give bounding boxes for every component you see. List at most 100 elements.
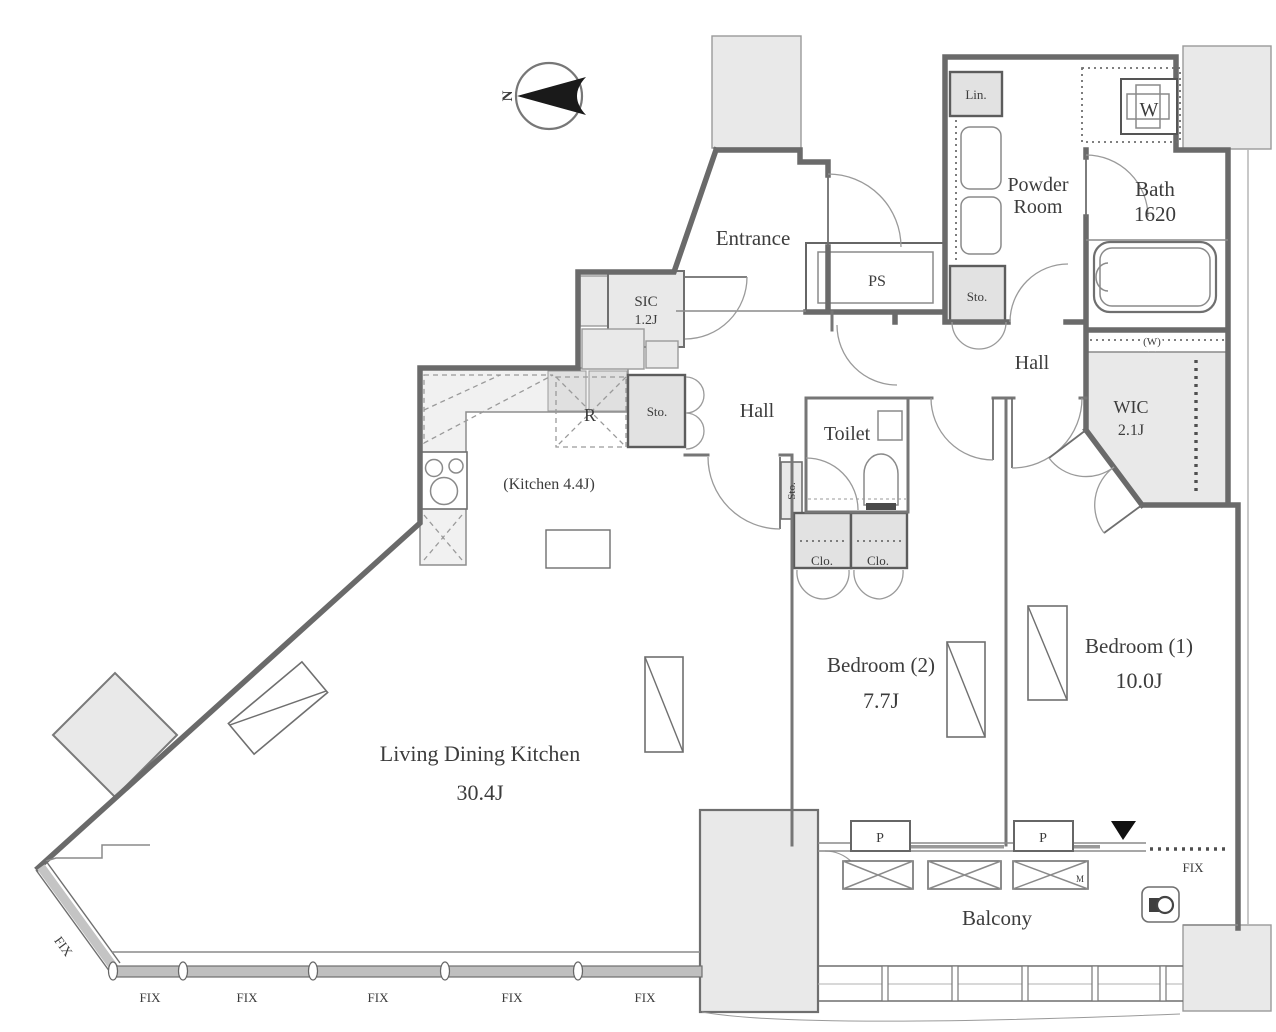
stove-burner-3	[429, 476, 459, 506]
inner-walls	[683, 310, 1088, 847]
fix-label-bedroom1: FIX	[1183, 860, 1205, 875]
balcony-side-column	[1182, 924, 1272, 1012]
wic-label: WIC	[1114, 397, 1149, 417]
washer-cross-v	[1135, 84, 1161, 129]
balcony-outer-curve	[701, 1011, 1181, 1022]
storage-powder-label: Sto.	[967, 289, 988, 304]
fitting-symbol-bedroom1	[1027, 605, 1068, 701]
balcony-drain-icon	[1141, 886, 1180, 923]
toilet-bowl	[863, 453, 899, 506]
linen-label: Lin.	[965, 87, 986, 102]
diag-band-fill	[37, 864, 119, 972]
closet-1-label: Clo.	[811, 553, 833, 568]
sic-size: 1.2J	[635, 313, 659, 328]
range-hood-dashed-2	[423, 374, 501, 411]
toilet-icon	[863, 410, 903, 510]
drain-circle	[1155, 895, 1175, 915]
mullion-3	[307, 961, 319, 981]
railing-post-5	[1159, 965, 1167, 1002]
fix-label-5: FIX	[635, 990, 657, 1005]
entrance-label: Entrance	[716, 226, 791, 250]
louver-box-1	[842, 860, 914, 890]
closet-2	[849, 511, 909, 570]
bedroom1-door-arc	[1011, 397, 1083, 469]
ps-label: PS	[868, 273, 886, 290]
refrigerator-cross	[555, 376, 627, 448]
storage-hall-label: Sto.	[647, 404, 668, 419]
sic-box-c	[645, 340, 679, 369]
fix-window-diagonal-band	[35, 844, 150, 973]
fitting-symbol-corner	[227, 660, 329, 756]
ldk-door-arc	[707, 456, 781, 530]
bath-door-arc	[1085, 154, 1149, 218]
railing-post-3	[1021, 965, 1029, 1002]
diag-band-edge-2	[45, 860, 121, 964]
powder-room-label-1: Powder	[1007, 174, 1068, 196]
toilet-label: Toilet	[824, 423, 871, 445]
fitting-symbol-bedroom2	[946, 641, 986, 738]
neighbor-block-top-right	[1182, 45, 1272, 150]
sliding-sash-1	[856, 845, 1004, 849]
refrigerator-label: R	[584, 405, 596, 425]
louver-cross-3	[1012, 860, 1089, 890]
toilet-tank	[877, 410, 903, 441]
wic-size: 2.1J	[1118, 422, 1144, 439]
sic-door-arc	[684, 276, 748, 340]
bath-label: Bath	[1135, 177, 1175, 201]
sic-box-a	[579, 275, 609, 327]
structural-pillar	[698, 808, 820, 1014]
fitting-diag-b2	[946, 641, 986, 738]
corner-step	[45, 844, 150, 862]
kitchen-appliance-box-1	[547, 370, 587, 412]
fix-label-3: FIX	[368, 990, 390, 1005]
wic-pipe-mark: (W)	[1143, 336, 1161, 348]
mullion-1	[107, 961, 119, 981]
diag-band-edge-1	[35, 869, 111, 973]
bottom-band-fill	[111, 965, 703, 978]
range-hood-dashed	[423, 374, 554, 445]
ps-duct-inner	[817, 251, 934, 304]
washer-cross-h	[1126, 93, 1170, 120]
storage-hall	[626, 373, 687, 449]
pipe-box-2	[1013, 820, 1074, 852]
fix-label-1: FIX	[140, 990, 162, 1005]
bathtub-end	[1095, 262, 1109, 292]
wic-door-leaf-2	[1103, 504, 1143, 534]
vanity-sink-2	[960, 196, 1002, 255]
washer-label: W	[1140, 99, 1159, 121]
sic-box-b	[581, 328, 645, 370]
kitchen-appliance-box-2	[588, 370, 628, 412]
corner-pillar	[51, 671, 179, 799]
kitchen-sink	[545, 529, 611, 569]
wic-door-arc-2	[1094, 466, 1115, 534]
powder-room-label-2: Room	[1014, 196, 1063, 218]
bedroom1-size: 10.0J	[1115, 668, 1163, 693]
cabinet-dashed	[423, 514, 463, 561]
ldk-size: 30.4J	[456, 780, 504, 805]
sic-label: SIC	[634, 294, 657, 310]
mullion-4	[439, 961, 451, 981]
storage-powder-door-arc	[951, 321, 1007, 350]
wic-floor	[1085, 351, 1229, 506]
fix-label-2: FIX	[237, 990, 259, 1005]
balcony-label: Balcony	[962, 906, 1032, 930]
pipe-box-1	[850, 820, 911, 852]
compass-needle	[517, 77, 586, 115]
powder-door-arc	[1009, 263, 1069, 323]
balcony-railing	[701, 924, 1238, 1022]
fitting-diag-b1	[1027, 605, 1068, 701]
front-door-arc	[827, 173, 902, 248]
louver-box-2	[927, 860, 1002, 890]
toilet-base	[866, 503, 896, 510]
fix-window-bottom-band	[107, 951, 703, 981]
bathtub-inner	[1099, 247, 1211, 307]
wic-door-arc-1	[1048, 457, 1115, 478]
mullion-2	[177, 961, 189, 981]
louver-cross-1	[842, 860, 914, 890]
washer-outline	[1120, 78, 1178, 135]
wic-door-leaf-1	[1048, 429, 1087, 459]
bathtub-outer	[1092, 240, 1218, 314]
railing-post-4	[1091, 965, 1099, 1002]
